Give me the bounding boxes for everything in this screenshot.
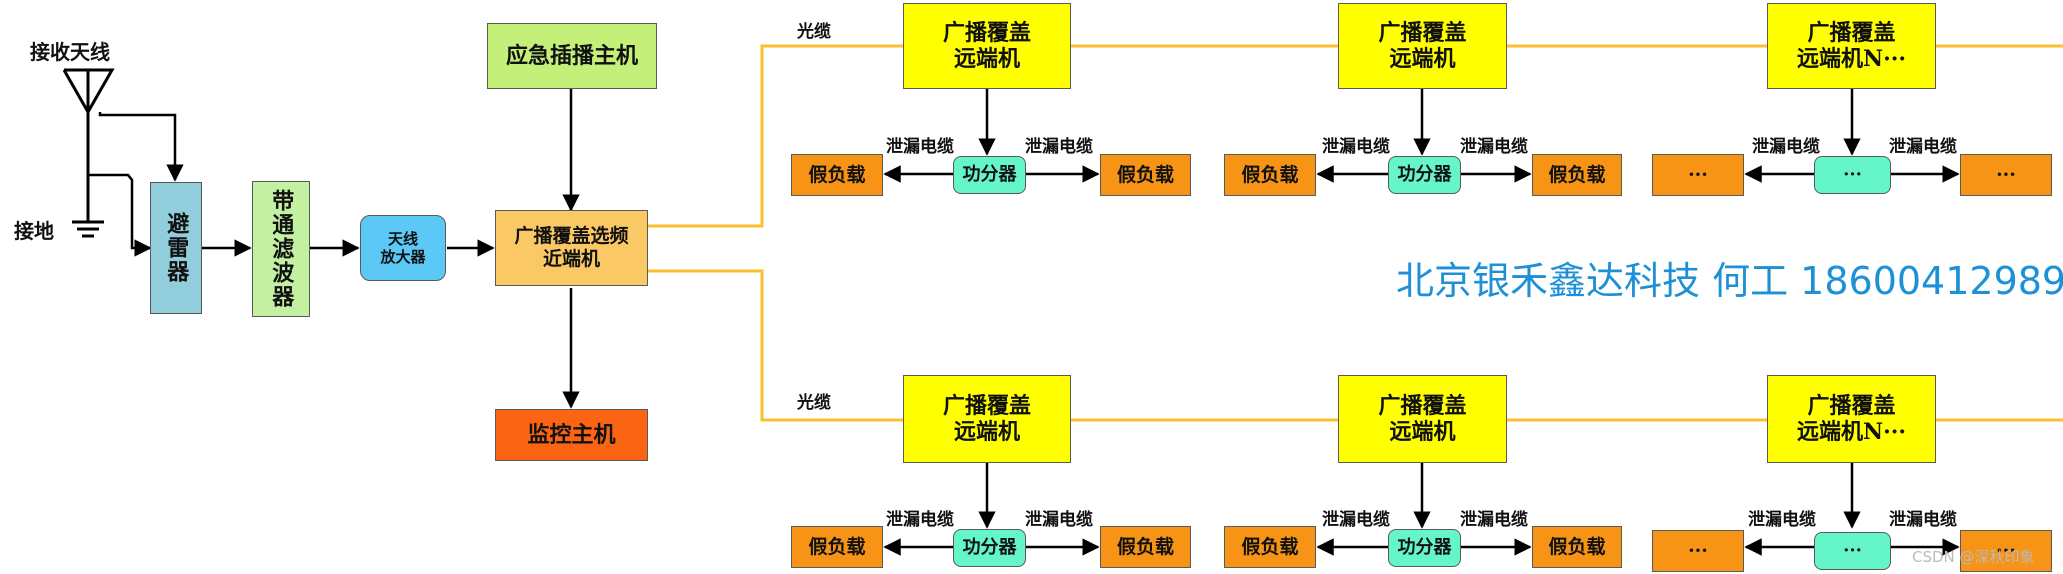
- antenna-arrester-line: [98, 112, 184, 182]
- dummy-load-box: 假负载: [791, 526, 883, 568]
- leaky-cable-label: 泄漏电缆: [1322, 510, 1390, 530]
- near-end-unit-box: 广播覆盖选频 近端机: [495, 210, 648, 286]
- remote-unit-box: 广播覆盖 远端机: [1338, 3, 1507, 89]
- fiber-lines: [648, 44, 2063, 422]
- leaky-cable-label: 泄漏电缆: [886, 510, 954, 530]
- dummy-load-box: 假负载: [1532, 526, 1622, 568]
- ground-icon: [72, 175, 104, 238]
- leaky-cable-label: 泄漏电缆: [1025, 510, 1093, 530]
- remote-unit-box: 广播覆盖 远端机: [903, 3, 1071, 89]
- dummy-load-box: 假负载: [791, 154, 883, 196]
- dummy-load-box: 假负载: [1100, 526, 1191, 568]
- bandpass-filter-box: 带通滤波器: [252, 181, 310, 317]
- remote-unit-n-box: 广播覆盖 远端机N···: [1767, 3, 1936, 89]
- remote-unit-box: 广播覆盖 远端机: [1338, 375, 1507, 463]
- antenna-amplifier-box: 天线 放大器: [360, 215, 446, 281]
- remote-unit-n-box: 广播覆盖 远端机N···: [1767, 375, 1936, 463]
- emergency-host-box: 应急插播主机: [487, 23, 657, 89]
- fiber-label-top: 光缆: [797, 22, 831, 42]
- dummy-load-box: 假负载: [1224, 526, 1316, 568]
- ellipsis-load-box: ···: [1960, 154, 2052, 196]
- ground-arrester-line: [88, 173, 152, 257]
- leaky-cable-label: 泄漏电缆: [1460, 510, 1528, 530]
- remote-unit-box: 广播覆盖 远端机: [903, 375, 1071, 463]
- dummy-load-box: 假负载: [1224, 154, 1316, 196]
- power-splitter-box: 功分器: [953, 156, 1026, 194]
- power-splitter-box: ···: [1814, 532, 1891, 570]
- ground-label: 接地: [14, 219, 54, 243]
- leaky-cable-label: 泄漏电缆: [1322, 137, 1390, 157]
- dummy-load-box: 假负载: [1532, 154, 1622, 196]
- csdn-watermark: CSDN @深秋印象: [1912, 548, 2035, 566]
- antenna-icon: [62, 68, 115, 175]
- ellipsis-load-box: ···: [1652, 530, 1744, 572]
- leaky-cable-label: 泄漏电缆: [1889, 510, 1957, 530]
- power-splitter-box: 功分器: [953, 529, 1026, 567]
- ellipsis-load-box: ···: [1960, 530, 2052, 572]
- antenna-label: 接收天线: [30, 40, 110, 64]
- leaky-cable-label: 泄漏电缆: [1889, 137, 1957, 157]
- leaky-cable-label: 泄漏电缆: [1460, 137, 1528, 157]
- lightning-arrester-box: 避雷器: [150, 182, 202, 314]
- fiber-label-bottom: 光缆: [797, 393, 831, 413]
- ellipsis-load-box: ···: [1652, 154, 1744, 196]
- leaky-cable-label: 泄漏电缆: [886, 137, 954, 157]
- dummy-load-box: 假负载: [1100, 154, 1191, 196]
- power-splitter-box: 功分器: [1388, 529, 1461, 567]
- power-splitter-box: ···: [1814, 156, 1891, 194]
- company-watermark: 北京银禾鑫达科技 何工 18600412989: [1396, 259, 2063, 303]
- leaky-cable-label: 泄漏电缆: [1752, 137, 1820, 157]
- leaky-cable-label: 泄漏电缆: [1025, 137, 1093, 157]
- leaky-cable-label: 泄漏电缆: [1748, 510, 1816, 530]
- monitor-host-box: 监控主机: [495, 409, 648, 461]
- power-splitter-box: 功分器: [1388, 156, 1461, 194]
